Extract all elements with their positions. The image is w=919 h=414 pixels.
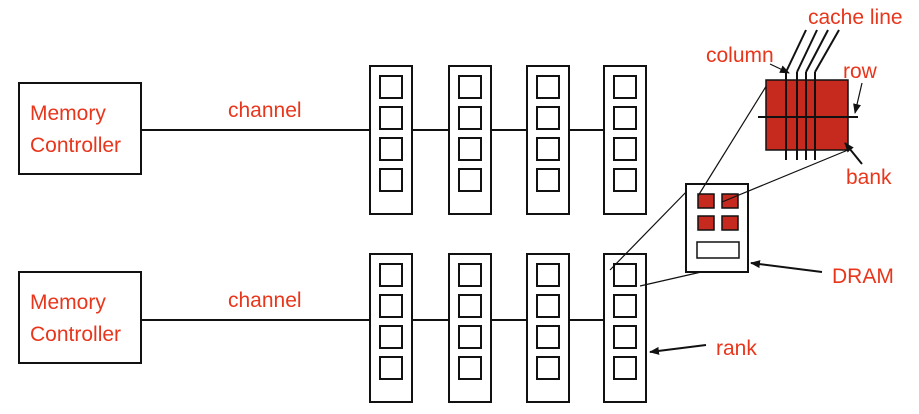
dram-chip (613, 263, 637, 287)
dram-chip (458, 75, 482, 99)
cache-line-wire (814, 29, 840, 73)
bank-square (697, 215, 715, 231)
memory-controller-label-line1: Memory (30, 291, 106, 314)
column-arrow (769, 63, 790, 74)
dram-detail (609, 183, 749, 287)
dram-chip (458, 168, 482, 192)
dram-chip (458, 356, 482, 380)
cache-line-wire (785, 29, 807, 73)
memory-controller-label-line2: Controller (30, 323, 121, 346)
dram-chip (379, 325, 403, 349)
dram-chip (458, 325, 482, 349)
dram-chip (458, 137, 482, 161)
bank-square (721, 215, 739, 231)
dram-chip (613, 75, 637, 99)
dram-chip (536, 75, 560, 99)
cache-line-wire (805, 29, 829, 73)
dimm-module-row (369, 65, 647, 215)
zoom-line (609, 187, 691, 271)
zoom-line (721, 149, 849, 203)
dram-chip (536, 263, 560, 287)
row-arrow (853, 82, 863, 114)
dram-chip (458, 106, 482, 130)
dram-chip (536, 106, 560, 130)
dram-chip (458, 263, 482, 287)
io-buffer-box (696, 241, 740, 259)
dram-label: DRAM (832, 265, 894, 288)
dram-chip (613, 356, 637, 380)
memory-controller-label-line2: Controller (30, 134, 121, 157)
dram-chip (536, 294, 560, 318)
dram-chip (379, 263, 403, 287)
dram-arrow (750, 260, 823, 273)
cache-line-wire (796, 29, 818, 73)
memory-controller-label-line1: Memory (30, 102, 106, 125)
dram-chip (536, 356, 560, 380)
channel-group-1: Memory Controller channel (18, 65, 647, 215)
dram-chip (379, 137, 403, 161)
dram-chip (613, 168, 637, 192)
channel-group-2: Memory Controller channel (18, 253, 647, 403)
dram-chip (379, 294, 403, 318)
bank-square (697, 193, 715, 209)
bank-label: bank (846, 166, 892, 189)
memory-controller-box (18, 271, 142, 364)
dram-chip (379, 168, 403, 192)
memory-controller-box (18, 82, 142, 175)
rank-label: rank (716, 337, 757, 360)
dram-chip (613, 294, 637, 318)
rank-arrow (649, 344, 707, 355)
zoom-line (697, 79, 771, 197)
bank-arrow (844, 142, 863, 165)
channel-label: channel (228, 99, 302, 122)
dram-chip (379, 106, 403, 130)
dram-chip (379, 75, 403, 99)
dram-chip (613, 137, 637, 161)
bank-detail (697, 29, 858, 203)
dram-chip (613, 106, 637, 130)
dram-chip (536, 325, 560, 349)
dram-chip (536, 137, 560, 161)
dram-chip (613, 325, 637, 349)
dram-chip (536, 168, 560, 192)
dram-chip (458, 294, 482, 318)
dimm-module-row (369, 253, 647, 403)
cache-line-label: cache line (808, 6, 903, 29)
channel-label: channel (228, 289, 302, 312)
dram-chip (379, 356, 403, 380)
row-label: row (843, 60, 878, 83)
column-label: column (706, 44, 774, 67)
